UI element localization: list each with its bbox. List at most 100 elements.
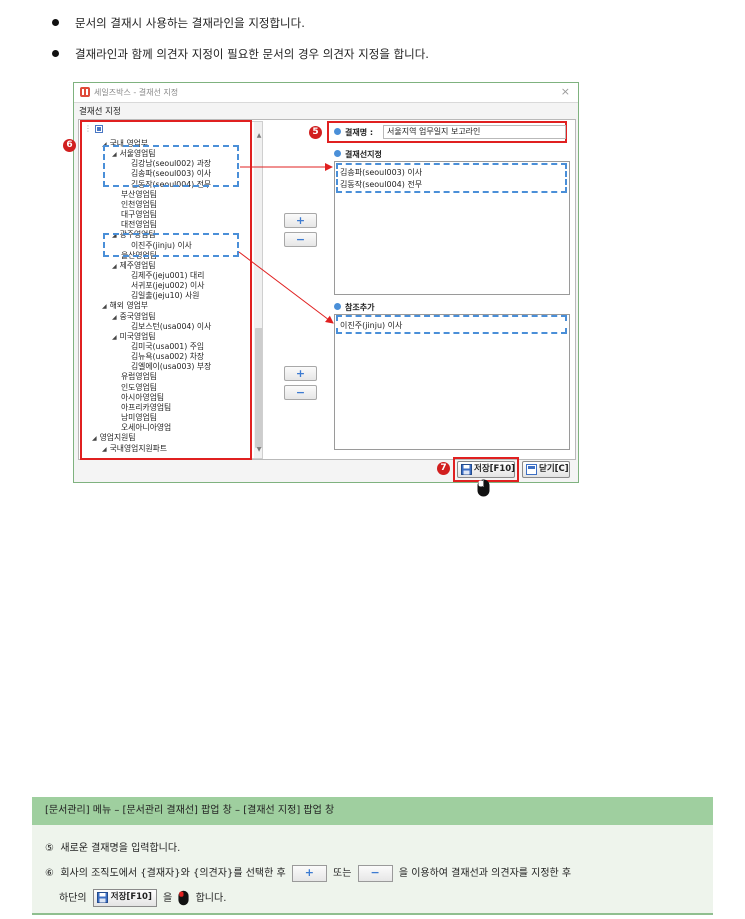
tree-node[interactable]: 아프리카영업팀	[121, 403, 171, 413]
tree-node[interactable]: 오세아니아영업	[121, 423, 171, 433]
tree-node-label: 인천영업팀	[121, 199, 157, 209]
tree-node[interactable]: 인천영업팀	[121, 200, 157, 210]
tree-node[interactable]: ◢서울영업팀	[112, 149, 156, 160]
expand-triangle-icon[interactable]: ◢	[102, 445, 107, 453]
expand-triangle-icon[interactable]: ◢	[102, 303, 107, 311]
tree-node-label: 김강남(seoul002) 과장	[131, 159, 212, 169]
tree-node-label: 제주영업팀	[119, 260, 156, 270]
expand-triangle-icon[interactable]: ◢	[112, 313, 117, 321]
tree-node[interactable]: 아시아영업팀	[121, 393, 164, 403]
intro-text-1: 문서의 결재시 사용하는 결재라인을 지정합니다.	[75, 16, 305, 30]
save-button[interactable]: 저장[F10]	[457, 461, 515, 478]
save-disk-icon	[461, 464, 472, 475]
info-line-3-text-a: 하단의	[59, 893, 87, 904]
info-line-1: ⑤ 새로운 결재명을 입력합니다.	[45, 839, 180, 854]
info-line-2-text-b: 또는	[333, 868, 352, 879]
tree-node[interactable]: 대전영업팀	[121, 220, 157, 230]
window-subtitle: 결재선 지정	[79, 107, 121, 117]
expand-triangle-icon[interactable]: ◢	[112, 333, 117, 341]
expand-triangle-icon[interactable]: ◢	[102, 141, 107, 148]
expand-triangle-icon[interactable]: ◢	[112, 151, 117, 159]
tree-node-label: 영업지원팀	[99, 433, 136, 443]
mouse-click-icon	[178, 890, 189, 906]
tree-node[interactable]: 유럽영업팀	[121, 372, 157, 382]
tree-node[interactable]: 부산영업팀	[121, 190, 157, 200]
reference-list[interactable]: 이진주(jinju) 이사	[334, 314, 570, 450]
scroll-down-icon[interactable]: ▼	[256, 446, 262, 453]
tree-node-label: 김제주(jeju001) 대리	[131, 270, 205, 280]
approver-item[interactable]: 김송파(seoul003) 이사	[340, 168, 423, 177]
tree-node[interactable]: ◢국내 영업부	[102, 139, 148, 150]
info-line-3: 하단의 저장[F10] 을 합니다.	[59, 889, 226, 907]
step-6-badge: 6	[63, 139, 76, 152]
tree-node-label: 서울영업팀	[119, 149, 156, 159]
expand-triangle-icon[interactable]: ◢	[112, 262, 117, 270]
tree-node-label: 아프리카영업팀	[121, 402, 172, 412]
scroll-up-icon[interactable]: ▲	[256, 132, 262, 139]
expand-triangle-icon[interactable]: ◢	[112, 232, 117, 240]
info-step-6-num: ⑥	[45, 868, 54, 879]
step-7-badge: 7	[437, 462, 450, 475]
reference-item[interactable]: 이진주(jinju) 이사	[340, 321, 403, 330]
tree-node[interactable]: ◢제주영업팀	[112, 261, 156, 272]
info-line-1-text: 새로운 결재명을 입력합니다.	[60, 843, 181, 854]
remove-reference-button[interactable]: −	[284, 385, 317, 400]
tree-scrollbar[interactable]: ▲ ▼	[254, 122, 262, 458]
approval-name-label: 결재명 :	[334, 127, 373, 138]
approval-name-input[interactable]: 서울지역 업무일지 보고라인	[383, 125, 566, 139]
tree-node-label: 오세아니아영업	[121, 423, 172, 433]
tree-node[interactable]: ◢국내영업지원파트	[102, 444, 167, 455]
tree-node[interactable]: 김강남(seoul002) 과장	[131, 159, 211, 169]
tree-node[interactable]: 김보스턴(usa004) 이사	[131, 322, 211, 332]
refresh-icon[interactable]	[94, 124, 103, 133]
bullet-dot	[52, 19, 59, 26]
tree-node[interactable]: 남미영업팀	[121, 413, 157, 423]
tree-node-label: 대전영업팀	[121, 220, 157, 230]
approver-item[interactable]: 김동작(seoul004) 전무	[340, 180, 423, 189]
info-line-2-text-a: 회사의 조직도에서 {결재자}와 {의견자}를 선택한 후	[60, 868, 286, 879]
tree-node-label: 김엘에이(usa003) 부장	[131, 362, 212, 372]
tree-node-label: 김미국(usa001) 주임	[131, 342, 205, 351]
reference-section-label: 참조추가	[334, 302, 374, 313]
tree-node[interactable]: ◢영업지원팀	[92, 433, 136, 444]
tree-node[interactable]: 김뉴욕(usa002) 차장	[131, 352, 204, 362]
bullet-circle-icon	[334, 128, 341, 135]
tree-node[interactable]: ◢미국영업팀	[112, 332, 156, 343]
app-logo-icon	[80, 87, 90, 97]
tree-node-label: 중국영업팀	[119, 311, 156, 321]
tree-node[interactable]: 김동작(seoul004) 전무	[131, 180, 211, 190]
tree-node[interactable]: 인도영업팀	[121, 383, 157, 393]
bullet-circle-icon	[334, 150, 341, 157]
add-reference-button[interactable]: +	[284, 366, 317, 381]
step-5-badge: 5	[309, 126, 322, 139]
tree-node[interactable]: ◢해외 영업부	[102, 301, 148, 312]
add-approver-button[interactable]: +	[284, 213, 317, 228]
close-button[interactable]: 닫기[C]	[522, 461, 570, 478]
approver-selection-box	[103, 145, 239, 187]
tree-node[interactable]: ◢중국영업팀	[112, 312, 156, 323]
remove-approver-button[interactable]: −	[284, 232, 317, 247]
window-close-icon[interactable]: ×	[560, 85, 570, 98]
tree-node[interactable]: 김미국(usa001) 주임	[131, 342, 204, 352]
tree-node[interactable]: 김제주(jeju001) 대리	[131, 271, 204, 281]
expand-triangle-icon[interactable]: ◢	[92, 435, 97, 443]
intro-text-2: 결재라인과 함께 의견자 지정이 필요한 문서의 경우 의견자 지정을 합니다.	[75, 47, 429, 61]
tree-node[interactable]: 이진주(jinju) 이사	[131, 241, 192, 251]
tree-highlight-box	[80, 120, 252, 460]
tree-node[interactable]: 김엘에이(usa003) 부장	[131, 362, 211, 372]
inline-plus-button-icon: +	[291, 864, 327, 882]
tree-node[interactable]: 서귀포(jeju002) 이사	[131, 281, 204, 291]
scroll-thumb[interactable]	[255, 328, 262, 448]
arrow-to-references	[238, 251, 334, 324]
tree-node-label: 김보스턴(usa004) 이사	[131, 321, 212, 331]
intro-bullet-1: 문서의 결재시 사용하는 결재라인을 지정합니다.	[52, 15, 305, 31]
tree-node[interactable]: 김일출(jeju10) 사원	[131, 291, 199, 301]
bullet-dot	[52, 50, 59, 57]
tree-node[interactable]: 김송파(seoul003) 이사	[131, 169, 211, 179]
tree-node[interactable]: 대구영업팀	[121, 210, 157, 220]
tree-node-label: 김송파(seoul003) 이사	[131, 169, 212, 179]
tree-node-label: 대구영업팀	[121, 210, 157, 220]
tree-node-label: 미국영업팀	[119, 331, 156, 341]
approver-list[interactable]: 김송파(seoul003) 이사 김동작(seoul004) 전무	[334, 161, 570, 295]
